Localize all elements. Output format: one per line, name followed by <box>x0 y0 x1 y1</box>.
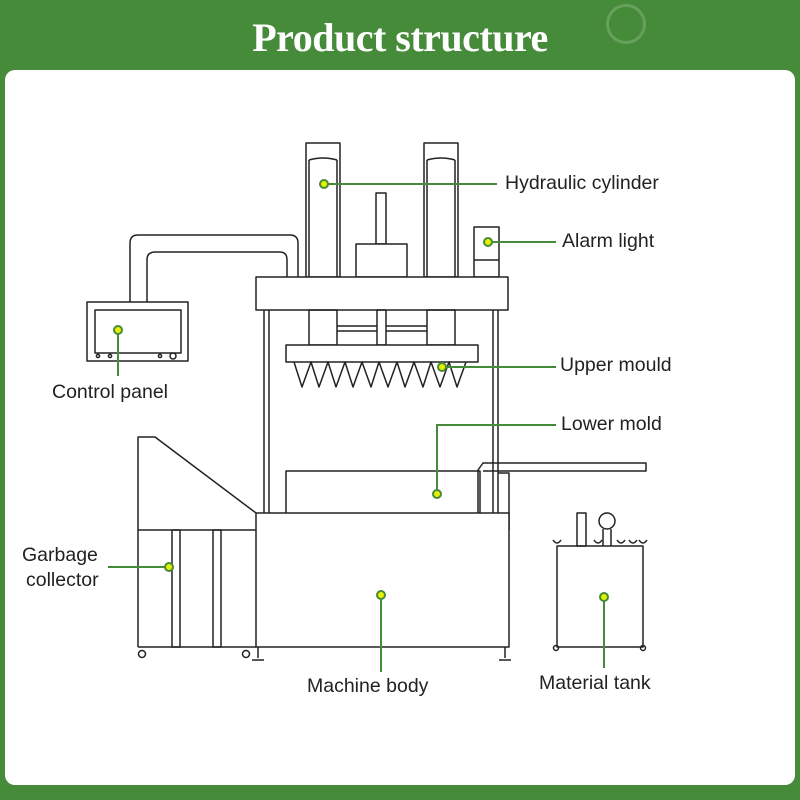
hydraulic-cylinder-left <box>305 142 341 278</box>
marker-garbage-collector <box>164 562 174 572</box>
upper-mould-teeth <box>293 361 467 388</box>
hydraulic-cylinder-right <box>423 142 459 278</box>
page-title: Product structure <box>252 15 548 60</box>
marker-material-tank <box>599 592 609 602</box>
machine-body-unit <box>252 512 511 661</box>
center-piston <box>355 192 408 278</box>
watermark-logo-icon <box>606 4 646 44</box>
top-plate <box>255 276 509 311</box>
label-material-tank: Material tank <box>539 672 651 694</box>
label-garbage-collector-line1: Garbage <box>22 544 98 566</box>
material-tank-unit <box>552 512 648 652</box>
marker-machine-body <box>376 590 386 600</box>
lower-mold-unit <box>285 462 647 530</box>
upper-mould-plate <box>285 344 479 363</box>
marker-alarm-light <box>483 237 493 247</box>
label-machine-body: Machine body <box>307 675 429 697</box>
mould-rods <box>308 309 456 346</box>
alarm-light <box>473 226 500 278</box>
marker-upper-mould <box>437 362 447 372</box>
marker-hydraulic-cylinder <box>319 179 329 189</box>
columns <box>263 310 499 513</box>
diagram-panel <box>5 70 795 785</box>
label-alarm-light: Alarm light <box>562 230 655 252</box>
label-lower-mold: Lower mold <box>561 413 662 435</box>
control-panel-unit <box>86 301 189 362</box>
label-hydraulic-cylinder: Hydraulic cylinder <box>505 172 659 194</box>
marker-lower-mold <box>432 489 442 499</box>
label-upper-mould: Upper mould <box>560 354 672 376</box>
label-garbage-collector-line2: collector <box>26 569 99 591</box>
garbage-collector-unit <box>137 436 257 659</box>
label-control-panel: Control panel <box>52 381 168 403</box>
marker-control-panel <box>113 325 123 335</box>
leader-lower-mold <box>436 424 556 494</box>
control-pipes <box>129 234 299 302</box>
